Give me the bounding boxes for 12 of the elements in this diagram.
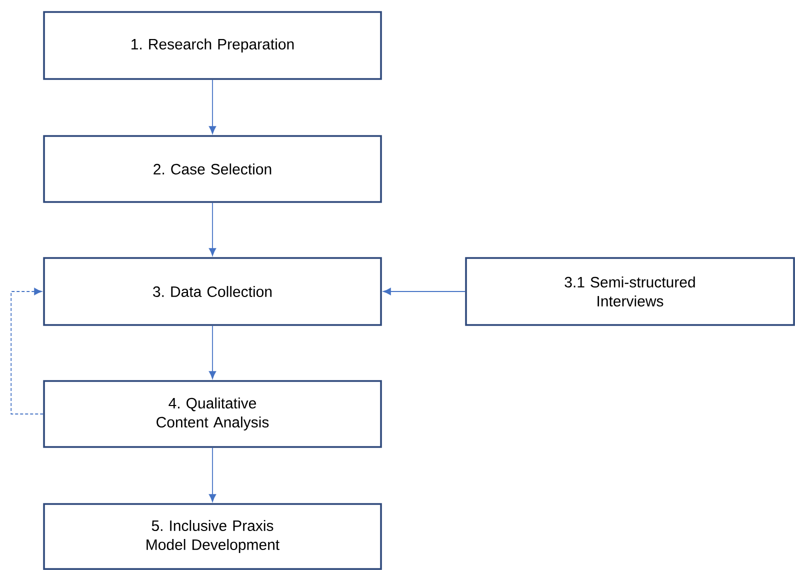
arrow xyxy=(208,447,216,502)
process-box: 4. Qualitative Content Analysis xyxy=(43,380,382,448)
process-box: 3. Data Collection xyxy=(43,257,382,326)
arrow xyxy=(208,202,216,256)
process-box: 1. Research Preparation xyxy=(43,11,382,80)
arrow xyxy=(208,325,216,379)
process-box: 3.1 Semi-structured Interviews xyxy=(465,257,795,326)
arrow xyxy=(208,79,216,134)
arrow xyxy=(10,288,44,414)
arrow xyxy=(383,288,466,296)
process-box: 5. Inclusive Praxis Model Development xyxy=(43,503,382,570)
process-box: 2. Case Selection xyxy=(43,135,382,203)
